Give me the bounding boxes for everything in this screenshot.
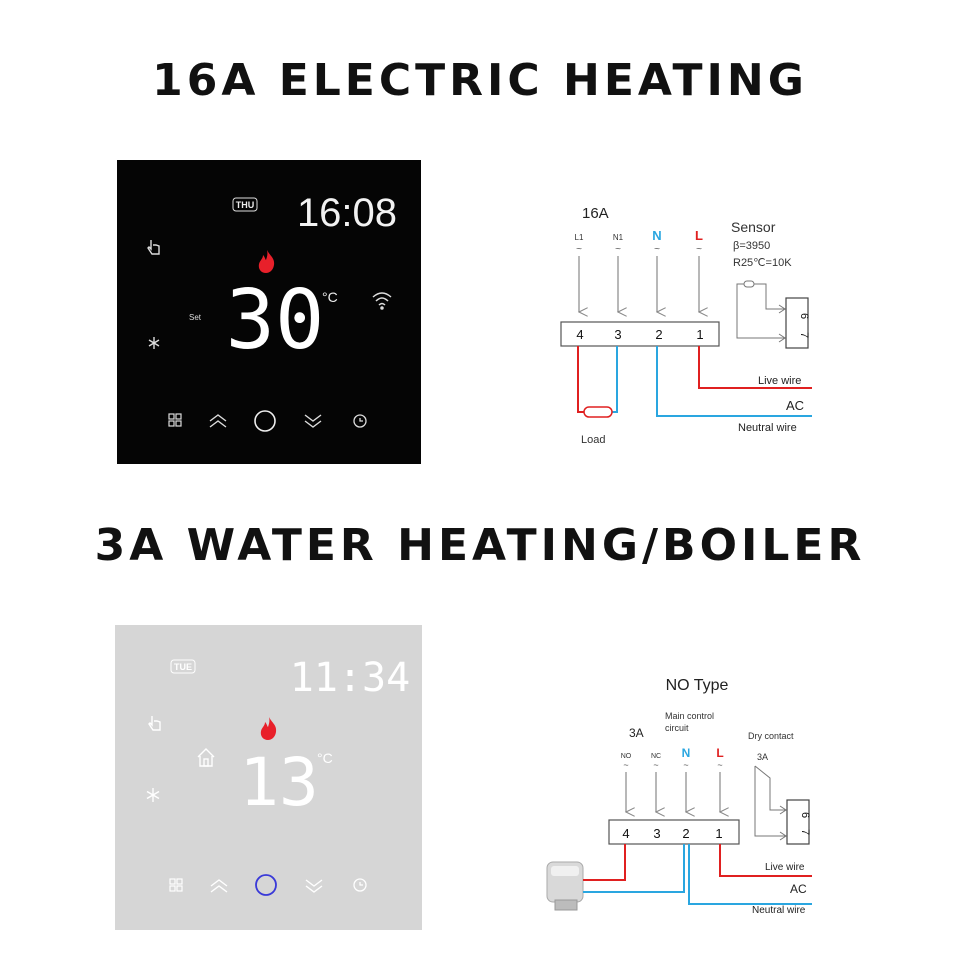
- main-circuit-label-1: Main control: [665, 711, 714, 721]
- temperature-display: 30: [226, 273, 325, 368]
- menu-icon[interactable]: [168, 413, 182, 427]
- sensor-terminal-6: 6: [798, 313, 810, 319]
- chevron-up-icon[interactable]: [210, 879, 228, 893]
- terminal-block: [560, 321, 720, 347]
- tilde: ~: [654, 244, 660, 255]
- dry-contact-rating: 3A: [757, 752, 768, 762]
- touch-icon[interactable]: [147, 240, 160, 255]
- thermostat-panel-black: THU 16:08 30 °C Set: [117, 160, 421, 464]
- touch-icon[interactable]: [148, 716, 161, 731]
- input-l1: L1: [575, 233, 584, 242]
- neutral-wire-label: Neutral wire: [738, 422, 797, 434]
- live-wire-label: Live wire: [765, 862, 805, 873]
- neutral-wire: [688, 844, 812, 905]
- live-wire: [698, 346, 812, 389]
- heading-electric-heating: 16A ELECTRIC HEATING: [152, 55, 808, 106]
- terminal-2: 2: [655, 327, 662, 342]
- power-button[interactable]: [254, 410, 276, 432]
- chevron-down-icon[interactable]: [304, 414, 322, 428]
- tilde: ~: [653, 760, 658, 770]
- flame-icon: [258, 250, 275, 273]
- sensor-title: Sensor: [731, 219, 776, 235]
- tilde: ~: [717, 760, 722, 770]
- heading-water-heating: 3A WATER HEATING/BOILER: [94, 520, 866, 571]
- flame-icon: [260, 717, 277, 740]
- sensor-beta: β=3950: [733, 240, 770, 252]
- terminal-2: 2: [682, 826, 689, 841]
- input-no: NO: [621, 753, 632, 760]
- home-icon[interactable]: [197, 748, 215, 767]
- clock-display: 16:08: [297, 191, 397, 235]
- rating-label: 16A: [582, 205, 609, 222]
- snowflake-icon[interactable]: [148, 337, 160, 349]
- tilde: ~: [576, 244, 582, 255]
- input-l: L: [716, 746, 723, 760]
- dry-terminal-7: 7: [799, 829, 811, 835]
- wifi-icon: [372, 292, 392, 310]
- main-circuit-label-2: circuit: [665, 723, 689, 733]
- input-n: N: [682, 746, 691, 760]
- menu-icon[interactable]: [169, 878, 183, 892]
- wiring-diagram-electric: 16A L1 N1 N L ~ ~ ~ ~ Sensor β=3950 R25℃…: [560, 205, 812, 446]
- dry-contact-terminal-block: [786, 799, 810, 845]
- temperature-display: 13: [239, 744, 318, 821]
- terminal-1: 1: [715, 826, 722, 841]
- power-button[interactable]: [255, 874, 277, 896]
- dry-terminal-6: 6: [799, 812, 811, 818]
- neutral-wire-label: Neutral wire: [752, 905, 806, 916]
- temperature-unit: °C: [322, 289, 338, 305]
- chevron-down-icon[interactable]: [305, 879, 323, 893]
- terminal-4: 4: [576, 327, 583, 342]
- tilde: ~: [615, 244, 621, 255]
- live-wire-label: Live wire: [758, 375, 801, 387]
- day-label: THU: [236, 200, 255, 210]
- terminal-1: 1: [696, 327, 703, 342]
- set-label[interactable]: Set: [189, 313, 202, 322]
- day-label: TUE: [174, 662, 192, 672]
- day-badge: THU: [232, 197, 258, 212]
- input-n1: N1: [613, 233, 624, 242]
- snowflake-icon[interactable]: [146, 788, 160, 802]
- dry-contact-label: Dry contact: [748, 731, 794, 741]
- clock-display: 11:34: [290, 655, 410, 701]
- thermostat-panel-white: TUE 11:34 13 °C: [115, 625, 422, 930]
- wiring-diagram-water: NO Type 3A Main control circuit Dry cont…: [546, 677, 812, 916]
- input-nc: NC: [651, 753, 661, 760]
- tilde: ~: [696, 244, 702, 255]
- load-symbol: [583, 406, 613, 418]
- sensor-resistance: R25℃=10K: [733, 257, 792, 269]
- chevron-up-icon[interactable]: [209, 414, 227, 428]
- diagram-title: NO Type: [666, 677, 729, 694]
- temperature-unit: °C: [317, 750, 333, 766]
- rating-label: 3A: [629, 726, 644, 740]
- terminal-3: 3: [653, 826, 660, 841]
- live-wire: [719, 844, 812, 877]
- terminal-3: 3: [614, 327, 621, 342]
- neutral-wire: [656, 346, 812, 417]
- clock-icon[interactable]: [353, 414, 367, 428]
- sensor-terminal-block: [785, 297, 809, 349]
- ac-label: AC: [790, 882, 807, 896]
- tilde: ~: [623, 760, 628, 770]
- input-n: N: [652, 228, 661, 243]
- tilde: ~: [683, 760, 688, 770]
- load-label: Load: [581, 434, 605, 446]
- input-l: L: [695, 228, 703, 243]
- terminal-4: 4: [622, 826, 629, 841]
- sensor-terminal-7: 7: [798, 332, 810, 338]
- actuator-valve: [546, 861, 584, 911]
- ac-label: AC: [786, 398, 804, 413]
- day-badge: TUE: [170, 659, 196, 674]
- terminal-block: [608, 819, 740, 845]
- clock-icon[interactable]: [353, 878, 367, 892]
